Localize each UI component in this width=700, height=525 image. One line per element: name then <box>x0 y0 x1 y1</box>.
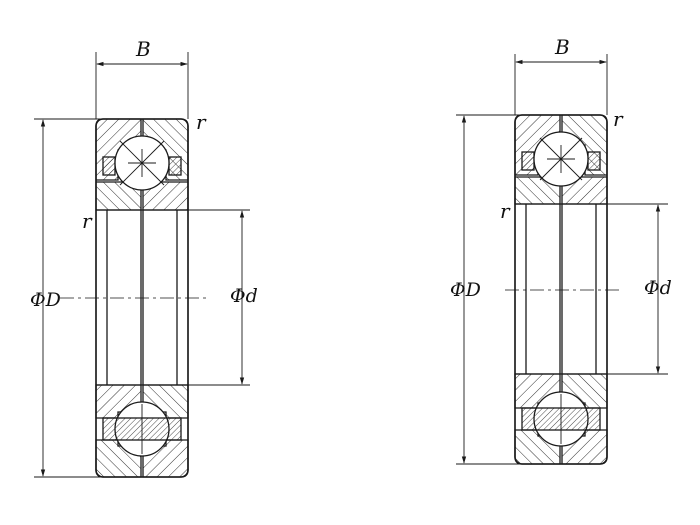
right-top-cage-b <box>587 151 601 171</box>
right-bore-diameter-label: Φd <box>644 277 672 299</box>
left-outer-radius-label: r <box>196 110 207 134</box>
right-outline <box>514 114 608 465</box>
right-bearing <box>505 114 623 465</box>
left-top-cage-a <box>102 156 116 176</box>
left-bore-diameter-label: Φd <box>230 285 258 307</box>
right-inner-radius-label: r <box>500 199 511 223</box>
left-outer-diameter-label: ΦD <box>30 289 61 311</box>
left-dimensions: B ΦD Φd r r <box>30 37 258 478</box>
left-width-label: B <box>135 37 151 61</box>
right-outer-diameter-label: ΦD <box>450 279 481 301</box>
left-inner-radius-label: r <box>82 209 93 233</box>
right-width-label: B <box>554 35 570 59</box>
right-dimensions: B ΦD Φd r r <box>450 35 672 465</box>
left-bearing <box>60 118 206 478</box>
right-top-cage-a <box>521 151 535 171</box>
right-outer-radius-label: r <box>613 107 624 131</box>
left-top-cage-b <box>168 156 182 176</box>
